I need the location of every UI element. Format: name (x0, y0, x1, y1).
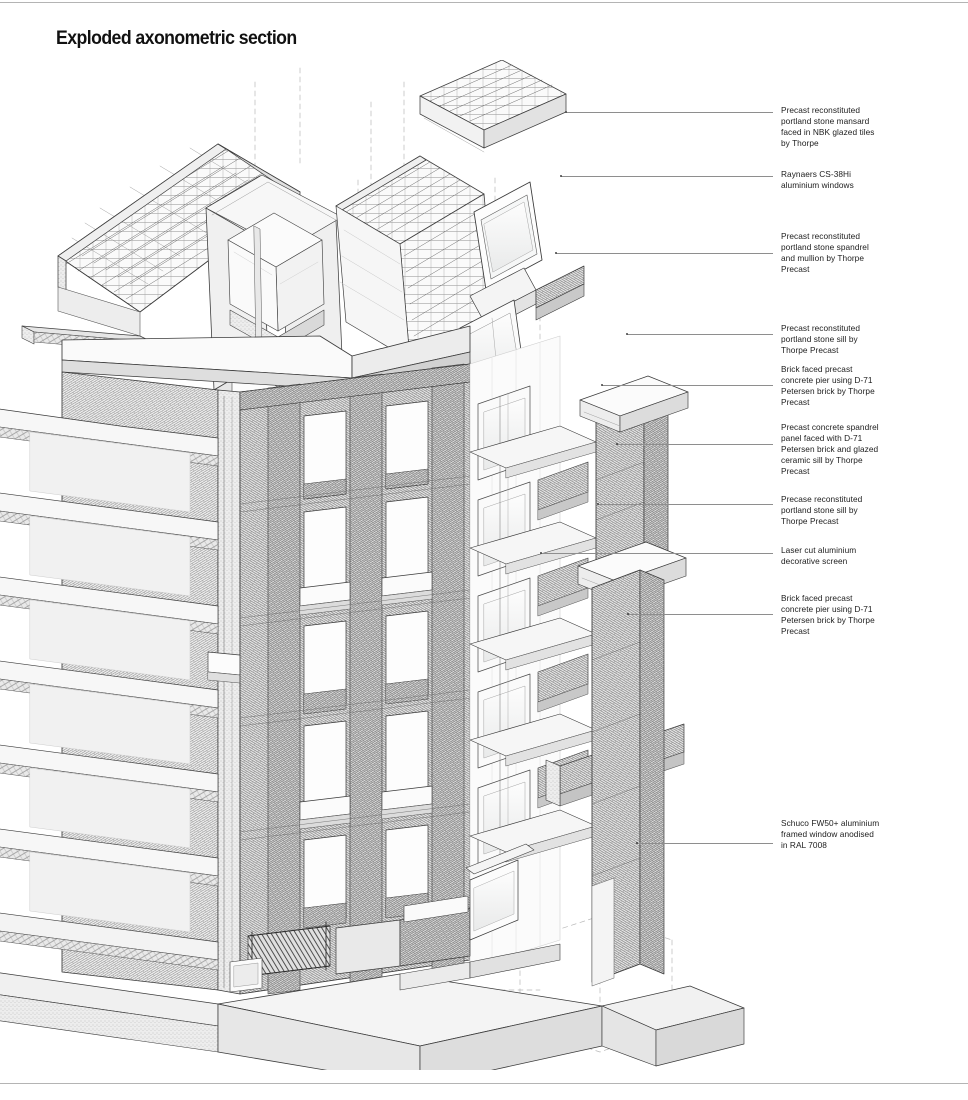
leader-line-stone-sill-upper (627, 334, 773, 335)
annotation-laser-cut-screen: Laser cut aluminium decorative screen (781, 545, 857, 567)
leader-dot-stone-sill-lower (597, 503, 600, 506)
leader-dot-laser-screen (540, 552, 543, 555)
leader-dot-spandrel-mullion (555, 252, 558, 255)
leader-line-brick-pier-lower (628, 614, 773, 615)
leader-dot-stone-sill-upper (626, 333, 629, 336)
leader-line-windows (561, 176, 773, 177)
leader-dot-windows (560, 175, 563, 178)
leader-dot-brick-pier-lower (627, 613, 630, 616)
annotation-precast-spandrel-mullion: Precast reconstituted portland stone spa… (781, 231, 869, 275)
leader-dot-mansard (565, 111, 568, 114)
leader-line-spandrel-mullion (556, 253, 773, 254)
leader-line-stone-sill-lower (598, 504, 773, 505)
exploded-axonometric-section-drawing (0, 60, 780, 1070)
leader-line-schuco-window (637, 843, 773, 844)
footer-rule (0, 1083, 968, 1084)
annotation-schuco-window: Schuco FW50+ aluminium framed window ano… (781, 818, 880, 851)
leader-line-spandrel-panel (617, 444, 773, 445)
annotation-precast-spandrel-panel: Precast concrete spandrel panel faced wi… (781, 422, 879, 477)
leader-dot-brick-pier-upper (601, 384, 604, 387)
leader-dot-schuco-window (636, 842, 639, 845)
page-title: Exploded axonometric section (56, 28, 297, 49)
leader-line-laser-screen (541, 553, 773, 554)
annotation-brick-pier-upper: Brick faced precast concrete pier using … (781, 364, 875, 408)
annotation-brick-pier-lower: Brick faced precast concrete pier using … (781, 593, 875, 637)
leader-line-mansard (566, 112, 773, 113)
annotation-stone-sill-upper: Precast reconstituted portland stone sil… (781, 323, 860, 356)
header-rule (0, 2, 968, 3)
annotation-stone-sill-lower: Precase reconstituted portland stone sil… (781, 494, 863, 527)
annotation-raynaers-windows: Raynaers CS-38Hi aluminium windows (781, 169, 854, 191)
leader-dot-spandrel-panel (616, 443, 619, 446)
leader-line-brick-pier-upper (602, 385, 773, 386)
annotation-precast-mansard: Precast reconstituted portland stone man… (781, 105, 875, 149)
